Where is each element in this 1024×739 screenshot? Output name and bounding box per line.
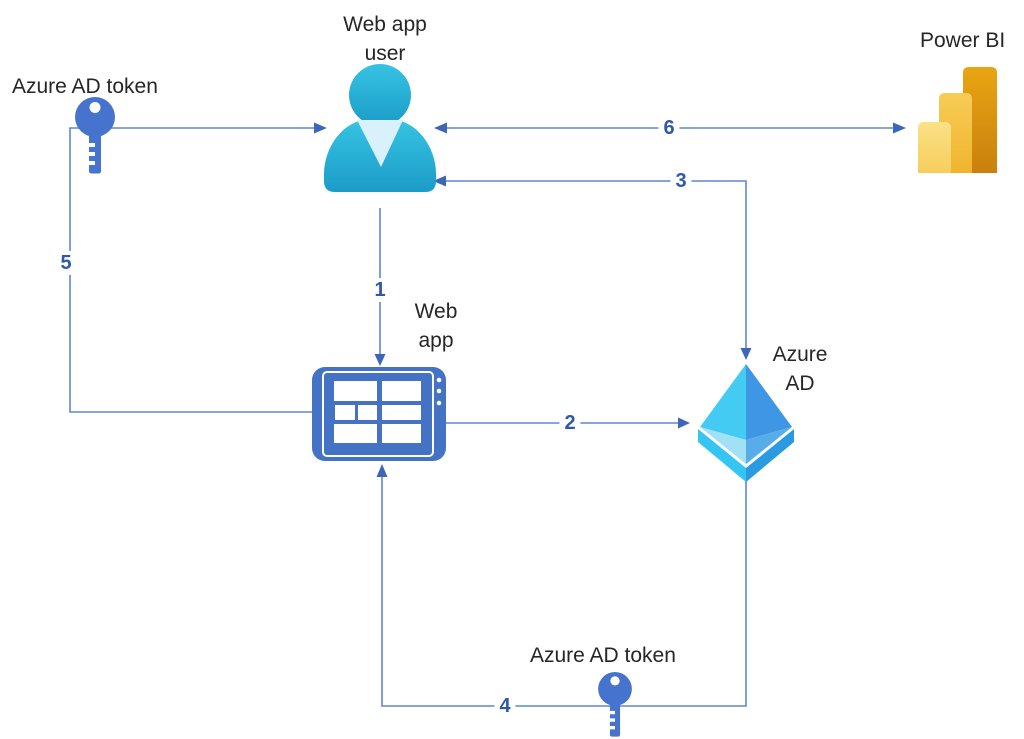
- key-head: [75, 97, 115, 137]
- azuread-chevron-left: [698, 429, 746, 482]
- key-icon-top: [75, 97, 115, 174]
- key-shaft: [609, 702, 621, 737]
- arrow-4-head-up: [376, 464, 388, 477]
- step-label-4: 4: [494, 694, 516, 718]
- arrow-4-line: [381, 477, 747, 707]
- azuread-face-top-right: [746, 364, 792, 440]
- key-icon-bottom: [598, 672, 632, 737]
- powerbi-icon: [915, 65, 1000, 175]
- step-label-2: 2: [559, 411, 581, 435]
- key-hole: [89, 102, 101, 113]
- webapp-screen-frame: [322, 371, 434, 457]
- step-label-6: 6: [658, 116, 680, 140]
- arrow-5-head-right: [314, 122, 327, 134]
- azuread-chevron-right: [746, 429, 794, 482]
- arrow-3-line: [446, 180, 747, 348]
- key-head: [598, 672, 632, 706]
- arrow-6-head-left: [434, 122, 447, 134]
- azure-ad-icon: [698, 362, 794, 482]
- azuread-label: Azure AD: [772, 343, 828, 395]
- arrow-3-head-down: [740, 348, 752, 360]
- webapp-dashboard-tiles: [334, 381, 421, 443]
- token-bottom-label: Azure AD token: [530, 644, 676, 667]
- powerbi-bar-short: [918, 122, 951, 173]
- arrow-1-head-down: [374, 354, 386, 366]
- azuread-face-mid-left: [700, 427, 746, 464]
- arrow-2-head-right: [678, 417, 690, 429]
- user-collar: [357, 120, 403, 167]
- token-top-label: Azure AD token: [12, 75, 158, 98]
- web-app-icon: [312, 367, 446, 461]
- powerbi-label: Power BI: [920, 29, 1006, 52]
- webapp-tablet-body: [312, 367, 446, 461]
- azuread-face-top-left: [700, 364, 746, 440]
- webapp-menu-dots: [436, 377, 442, 406]
- arrow-6-head-right: [893, 122, 906, 134]
- webapp-label: Web app: [414, 300, 458, 352]
- step-label-5: 5: [55, 251, 77, 275]
- user-icon: [320, 60, 440, 194]
- azuread-face-mid-right: [746, 427, 792, 464]
- user-label: Web app user: [343, 13, 427, 65]
- key-hole: [610, 676, 620, 686]
- arrow-3-user-azuread: [433, 175, 752, 360]
- user-head: [349, 64, 411, 126]
- arrow-3-head-left: [433, 175, 446, 187]
- step-label-1: 1: [369, 278, 391, 302]
- key-shaft: [89, 133, 101, 174]
- step-label-3: 3: [670, 169, 692, 193]
- arrow-4-azuread-to-webapp: [376, 464, 747, 707]
